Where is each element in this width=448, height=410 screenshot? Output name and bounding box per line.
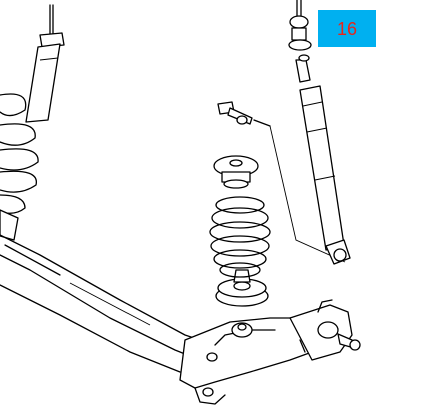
right-shock-absorber: [288, 0, 351, 265]
rear-axle-beam: [0, 234, 216, 373]
wheel-hub: [289, 299, 361, 361]
upper-spring-insulator: [213, 155, 259, 189]
callout-label: 16: [336, 18, 358, 39]
axle-bracket: [179, 317, 313, 405]
left-coil-spring: [0, 93, 39, 241]
mounting-bolt: [217, 101, 346, 263]
center-coil-spring: [209, 196, 271, 278]
left-shock-absorber: [25, 4, 65, 123]
callout-box[interactable]: 16: [318, 10, 376, 47]
lower-spring-seat: [215, 269, 269, 307]
